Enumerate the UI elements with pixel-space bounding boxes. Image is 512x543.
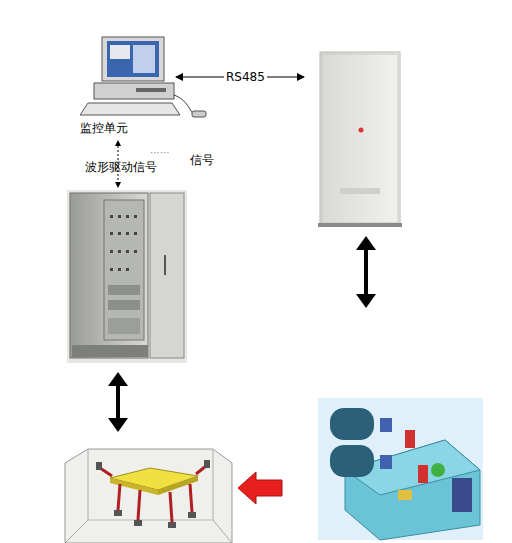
bus-name: RS485 (224, 70, 267, 84)
control-cabinet (318, 52, 402, 227)
hydraulic-pump (318, 398, 483, 540)
signal-name: 波形驱动信号 (85, 160, 157, 174)
shaking-table (65, 449, 232, 543)
computer-unit: 监控单元 (80, 35, 215, 137)
signal-name: 信号 (190, 153, 214, 167)
computer-icon (80, 35, 215, 119)
svg-text:⋯⋯: ⋯⋯ (150, 147, 170, 158)
node-label: 监控单元 (80, 120, 128, 137)
flow-arrow (238, 472, 282, 504)
double-arrow (108, 372, 128, 432)
drive-cabinet (67, 190, 187, 363)
double-arrow (356, 236, 376, 308)
